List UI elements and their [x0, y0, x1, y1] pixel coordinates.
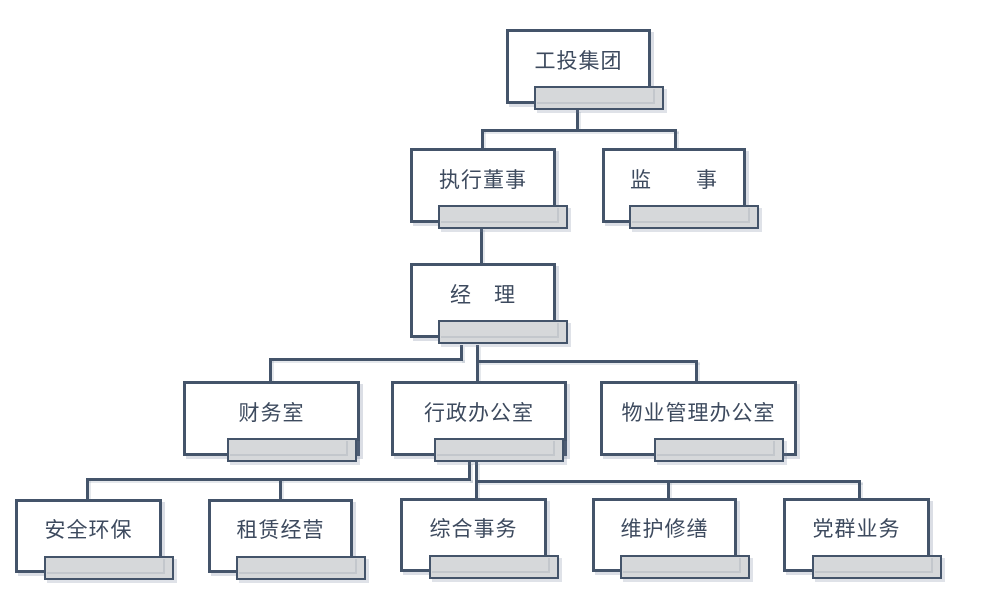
connector-leasing-operations-stub [279, 479, 282, 499]
name-placeholder-tab [438, 320, 568, 344]
node-executive-director[interactable]: 执行董事 [410, 148, 568, 229]
node-label: 经 理 [450, 283, 516, 307]
connector-manager-down-left [460, 345, 463, 361]
name-placeholder-tab [434, 438, 564, 462]
node-property-management-office[interactable]: 物业管理办公室 [600, 381, 797, 462]
connector-supervisor-stub [674, 130, 677, 148]
node-general-affairs[interactable]: 综合事务 [400, 498, 559, 579]
node-label: 租赁经营 [236, 519, 325, 542]
node-label: 安全环保 [44, 519, 133, 542]
name-placeholder-tab [811, 555, 942, 579]
name-placeholder-tab [438, 205, 568, 229]
node-label: 财务室 [238, 401, 305, 425]
node-party-mass-affairs[interactable]: 党群业务 [783, 498, 942, 579]
name-placeholder-tab [629, 205, 759, 229]
node-manager[interactable]: 经 理 [410, 263, 568, 344]
connector-party-mass-stub [858, 481, 861, 499]
node-supervisor[interactable]: 监 事 [602, 148, 759, 229]
connector-group-down [576, 110, 579, 130]
node-label: 综合事务 [429, 518, 518, 541]
node-maintenance-repair[interactable]: 维护修缮 [592, 498, 750, 579]
node-finance-office[interactable]: 财务室 [183, 381, 360, 462]
connector-executive-director-stub [481, 130, 484, 148]
name-placeholder-tab [619, 555, 750, 579]
connector-level4-horizontal-left [269, 358, 463, 361]
connector-level2-horizontal [481, 129, 677, 132]
node-leasing-operations[interactable]: 租赁经营 [208, 499, 366, 580]
name-placeholder-tab [235, 556, 366, 580]
node-admin-office[interactable]: 行政办公室 [391, 381, 567, 462]
name-placeholder-tab [653, 438, 784, 462]
connector-executive-to-manager [480, 228, 483, 264]
node-label: 维护修缮 [620, 518, 709, 541]
name-placeholder-tab [43, 556, 174, 580]
connector-maintenance-repair-stub [667, 481, 670, 499]
connector-safety-environment-stub [86, 479, 89, 499]
connector-admin-down-left [468, 462, 471, 481]
node-gongtou-group[interactable]: 工投集团 [506, 29, 664, 110]
node-label: 行政办公室 [424, 401, 534, 425]
name-placeholder-tab [226, 438, 357, 462]
connector-finance-office-stub [269, 359, 272, 382]
node-label: 监 事 [630, 168, 718, 192]
name-placeholder-tab [533, 86, 664, 110]
connector-level5-horizontal-left [86, 478, 471, 481]
name-placeholder-tab [428, 555, 559, 579]
node-safety-environment[interactable]: 安全环保 [15, 499, 174, 580]
node-label: 执行董事 [439, 168, 527, 192]
node-label: 物业管理办公室 [621, 401, 776, 425]
connector-manager-to-admin-office [476, 345, 479, 382]
connector-level4-horizontal-right [476, 360, 698, 363]
node-label: 工投集团 [534, 49, 623, 73]
node-label: 党群业务 [812, 518, 901, 541]
connector-property-office-stub [695, 361, 698, 382]
